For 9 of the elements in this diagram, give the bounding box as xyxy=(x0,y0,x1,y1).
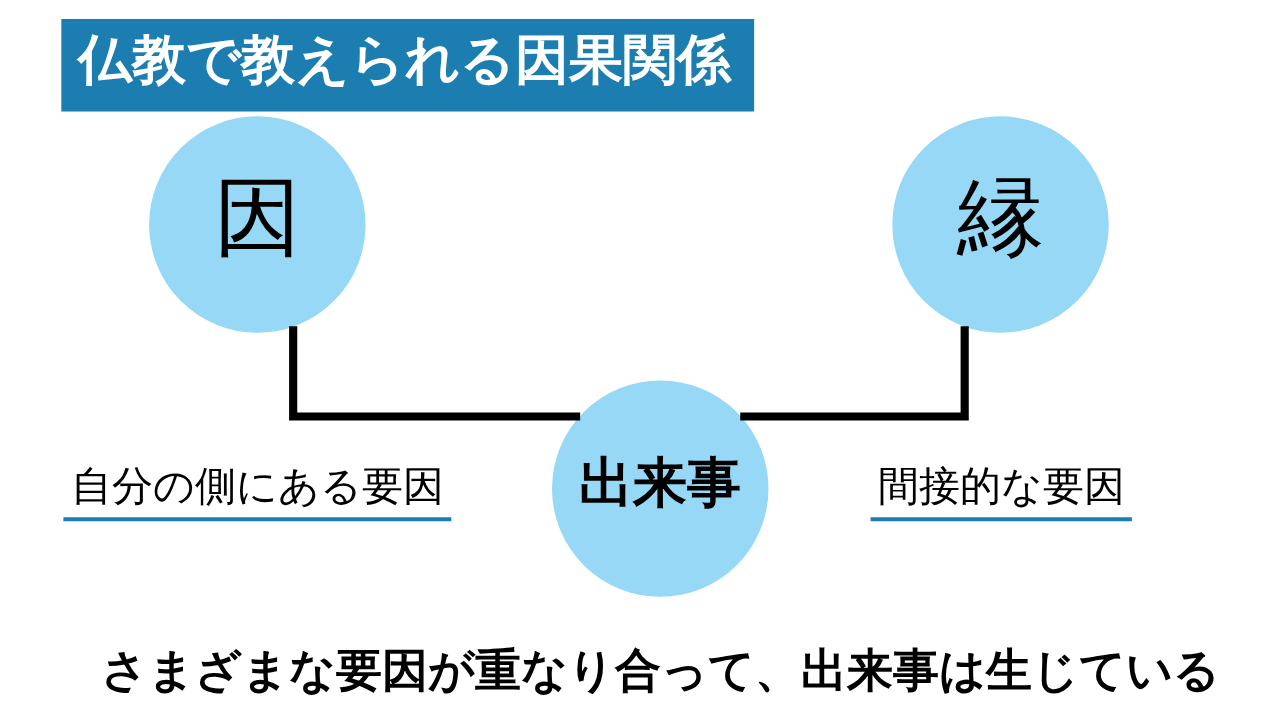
diagram-title: 仏教で教えられる因果関係 xyxy=(77,26,731,91)
connector xyxy=(739,326,969,421)
node-circle: 因 xyxy=(148,116,366,333)
node-label: 間接的な要因 xyxy=(877,461,1125,510)
node-circle: 縁 xyxy=(891,116,1109,333)
connector xyxy=(288,326,580,421)
node-circle: 出来事 xyxy=(551,380,768,597)
node-label: 自分の側にある要因 xyxy=(70,461,444,510)
caption: さまざまな要因が重なり合って、出来事は生じている xyxy=(100,643,1220,698)
